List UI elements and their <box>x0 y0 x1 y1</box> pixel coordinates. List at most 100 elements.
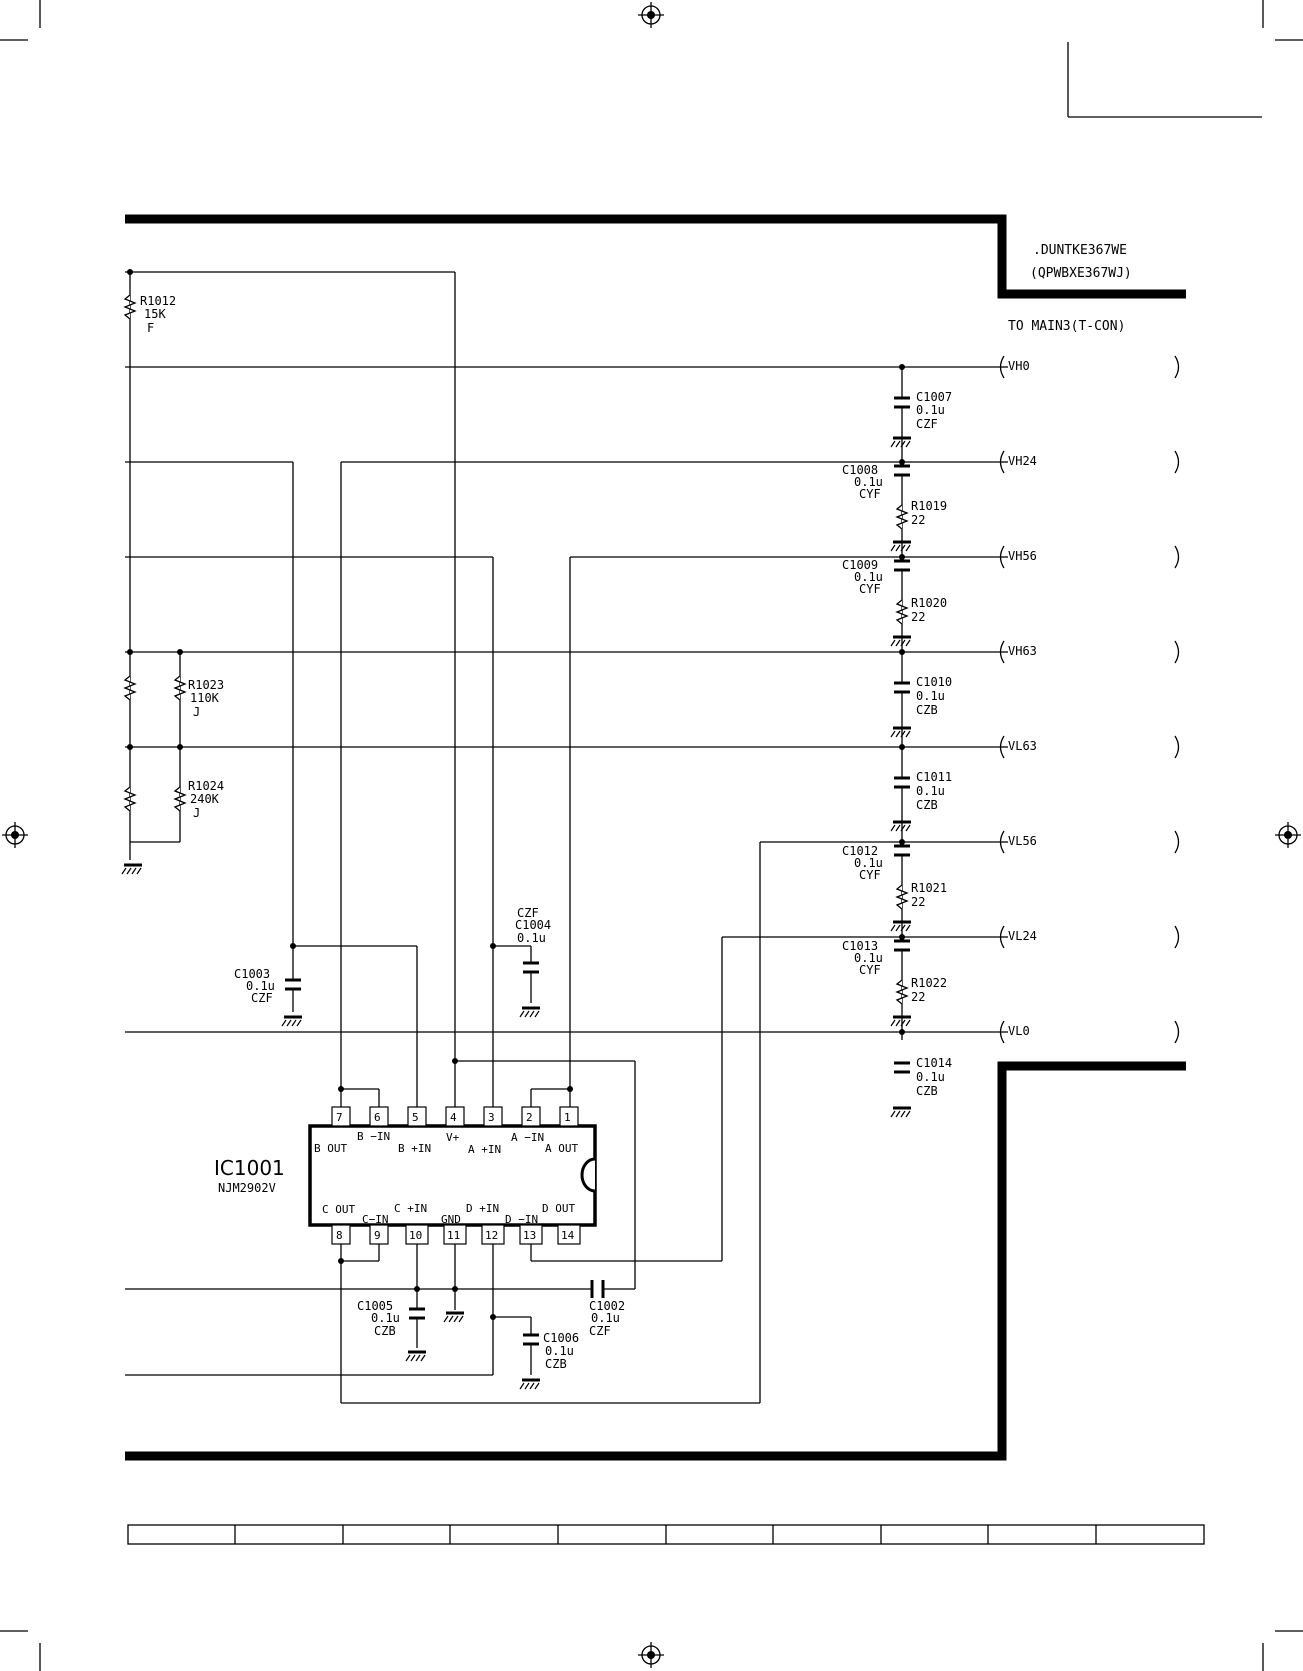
label-c1008: C1008 0.1u CYF <box>842 463 883 501</box>
svg-text:C1007: C1007 <box>916 390 952 404</box>
svg-text:14: 14 <box>561 1229 575 1242</box>
svg-text:R1023: R1023 <box>188 678 224 692</box>
component-labels: R1012 15K F R1023 110K J R1024 240K J C1… <box>140 294 952 1371</box>
svg-text:22: 22 <box>911 895 925 909</box>
svg-text:CYF: CYF <box>859 868 881 882</box>
label-r1022: R1022 22 <box>911 976 947 1004</box>
svg-text:CZB: CZB <box>545 1357 567 1371</box>
label-c1007: C1007 0.1u CZF <box>916 390 952 431</box>
svg-text:6: 6 <box>374 1111 381 1124</box>
label-c1005: C1005 0.1u CZB <box>357 1299 400 1338</box>
svg-text:CZB: CZB <box>916 798 938 812</box>
pwb-code: (QPWBXE367WJ) <box>1030 266 1132 281</box>
svg-text:R1020: R1020 <box>911 596 947 610</box>
connector: VH0 VH24 VH56 VH63 VL63 VL56 VL24 VL0 <box>999 355 1180 1044</box>
svg-text:C1013: C1013 <box>842 939 878 953</box>
svg-text:VH0: VH0 <box>1008 359 1030 373</box>
registration-mark-left <box>2 822 28 848</box>
connector-pin-vl63: VL63 <box>999 735 1180 759</box>
connector-pin-vh56: VH56 <box>999 545 1180 569</box>
svg-text:0.1u: 0.1u <box>916 1070 945 1084</box>
svg-text:2: 2 <box>526 1111 533 1124</box>
connector-title: TO MAIN3(T-CON) <box>1008 319 1125 334</box>
label-c1011: C1011 0.1u CZB <box>916 770 952 812</box>
svg-text:VH24: VH24 <box>1008 454 1037 468</box>
connector-pin-vl24: VL24 <box>999 925 1180 949</box>
svg-text:D OUT: D OUT <box>542 1202 575 1215</box>
bottom-grid <box>127 1524 1205 1545</box>
svg-text:VL56: VL56 <box>1008 834 1037 848</box>
svg-text:F: F <box>147 321 154 335</box>
svg-text:0.1u: 0.1u <box>916 403 945 417</box>
svg-text:J: J <box>193 705 200 719</box>
svg-text:0.1u: 0.1u <box>916 689 945 703</box>
svg-text:3: 3 <box>488 1111 495 1124</box>
svg-text:15K: 15K <box>144 307 166 321</box>
svg-text:VL24: VL24 <box>1008 929 1037 943</box>
svg-text:CZF: CZF <box>251 991 273 1005</box>
svg-text:C1003: C1003 <box>234 967 270 981</box>
label-c1002: C1002 0.1u CZF <box>589 1299 625 1338</box>
label-c1004: CZF C1004 0.1u <box>515 906 551 945</box>
svg-text:22: 22 <box>911 610 925 624</box>
label-c1009: C1009 0.1u CYF <box>842 558 883 596</box>
svg-text:CYF: CYF <box>859 963 881 977</box>
svg-text:A +IN: A +IN <box>468 1143 501 1156</box>
connector-pin-vl0: VL0 <box>999 1020 1180 1044</box>
svg-text:J: J <box>193 806 200 820</box>
svg-text:C1006: C1006 <box>543 1331 579 1345</box>
svg-text:22: 22 <box>911 990 925 1004</box>
svg-text:VH56: VH56 <box>1008 549 1037 563</box>
capacitor-symbols <box>285 396 910 1375</box>
svg-text:C1012: C1012 <box>842 844 878 858</box>
label-c1014: C1014 0.1u CZB <box>916 1056 952 1098</box>
connector-pin-vh0: VH0 <box>999 355 1180 379</box>
junction-dots <box>127 269 905 1320</box>
ic1001: 7 6 5 4 3 2 1 8 9 10 11 12 13 14 B OU <box>308 1106 597 1245</box>
label-r1012: R1012 15K F <box>140 294 176 335</box>
svg-text:CYF: CYF <box>859 582 881 596</box>
ic-pin-labels: B OUT B −IN B +IN V+ A +IN A −IN A OUT C… <box>314 1130 578 1226</box>
svg-text:A OUT: A OUT <box>545 1142 578 1155</box>
svg-text:CZB: CZB <box>916 703 938 717</box>
svg-text:0.1u: 0.1u <box>854 951 883 965</box>
svg-text:0.1u: 0.1u <box>246 979 275 993</box>
label-c1003: C1003 0.1u CZF <box>234 967 275 1005</box>
svg-text:240K: 240K <box>190 792 220 806</box>
svg-text:0.1u: 0.1u <box>591 1311 620 1325</box>
svg-text:C1010: C1010 <box>916 675 952 689</box>
svg-text:0.1u: 0.1u <box>854 570 883 584</box>
svg-text:CZF: CZF <box>589 1324 611 1338</box>
svg-text:4: 4 <box>450 1111 457 1124</box>
svg-text:GND: GND <box>441 1213 461 1226</box>
svg-text:CZF: CZF <box>517 906 539 920</box>
ic-reference: IC1001 <box>214 1156 285 1180</box>
svg-text:0.1u: 0.1u <box>517 931 546 945</box>
label-r1021: R1021 22 <box>911 881 947 909</box>
svg-text:B +IN: B +IN <box>398 1142 431 1155</box>
svg-text:0.1u: 0.1u <box>854 856 883 870</box>
svg-text:R1022: R1022 <box>911 976 947 990</box>
connector-pin-vl56: VL56 <box>999 830 1180 854</box>
svg-text:1: 1 <box>564 1111 571 1124</box>
svg-text:5: 5 <box>412 1111 419 1124</box>
svg-text:C1011: C1011 <box>916 770 952 784</box>
svg-text:C1014: C1014 <box>916 1056 952 1070</box>
wires <box>125 271 1008 1404</box>
svg-text:C1002: C1002 <box>589 1299 625 1313</box>
svg-text:C1005: C1005 <box>357 1299 393 1313</box>
ic-top-pins: 7 6 5 4 3 2 1 <box>331 1106 579 1127</box>
svg-text:22: 22 <box>911 513 925 527</box>
svg-text:B −IN: B −IN <box>357 1130 390 1143</box>
svg-text:VL63: VL63 <box>1008 739 1037 753</box>
registration-mark-bottom <box>638 1642 664 1668</box>
resistor-symbols <box>123 294 909 1005</box>
label-c1006: C1006 0.1u CZB <box>543 1331 579 1371</box>
svg-text:R1019: R1019 <box>911 499 947 513</box>
label-r1020: R1020 22 <box>911 596 947 624</box>
svg-text:C1009: C1009 <box>842 558 878 572</box>
svg-text:V+: V+ <box>446 1131 460 1144</box>
ic-bottom-pins: 8 9 10 11 12 13 14 <box>331 1224 581 1245</box>
